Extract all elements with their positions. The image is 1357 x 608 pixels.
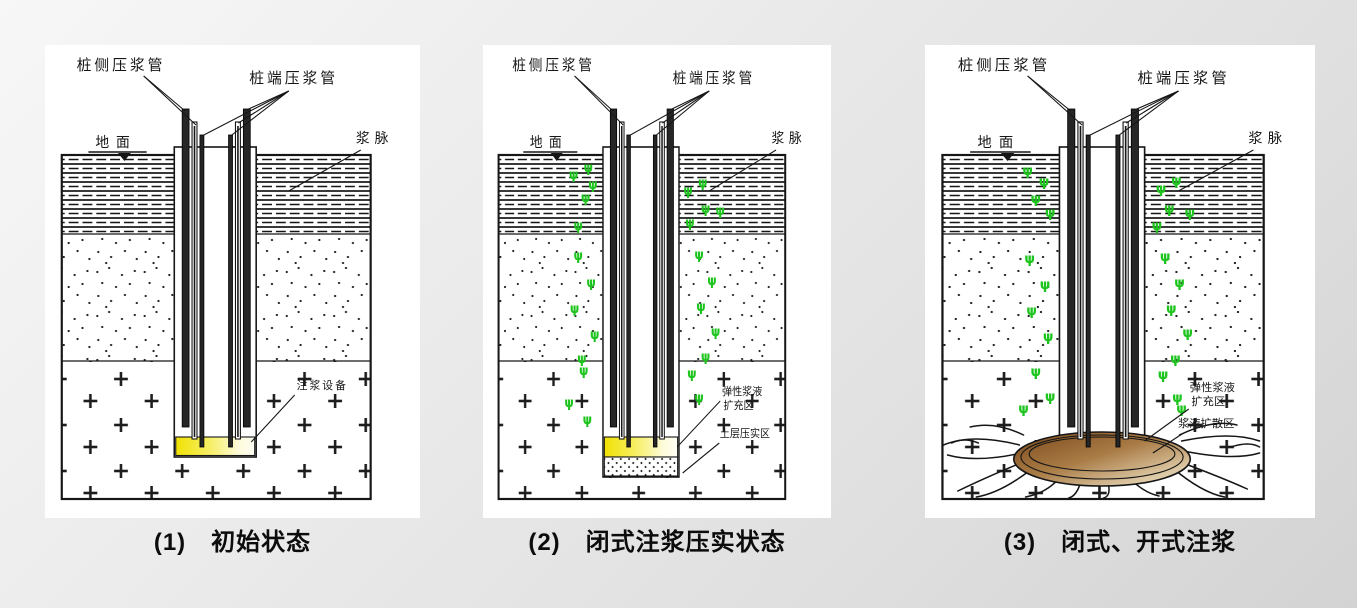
grout-sprout-mark: ψ: [685, 214, 695, 230]
grout-sprout-mark: ψ: [694, 389, 704, 405]
grout-sprout-mark: ψ: [687, 365, 697, 381]
end-pipe-label: 桩端压浆管: [1137, 69, 1229, 87]
grout-sprout-mark: ψ: [1160, 250, 1171, 265]
side-pipe-label: 桩侧压浆管: [958, 56, 1050, 74]
ground-label: 地面: [530, 134, 568, 151]
end-pipe-label: 桩端压浆管: [249, 69, 338, 87]
grout-sprout-mark: ψ: [1152, 219, 1163, 234]
grout-sprout-mark: ψ: [581, 189, 591, 205]
grout-sprout-mark: ψ: [1031, 365, 1042, 380]
grout-sprout-mark: ψ: [1172, 391, 1183, 406]
grout-sprout-mark: ψ: [584, 159, 594, 175]
diffusion-zone-label: 浆液扩散区: [1178, 416, 1234, 430]
stage-compacted: [603, 436, 679, 477]
grout-sprout-mark: ψ: [583, 411, 593, 427]
elastic-zone-label: 扩充区: [723, 399, 754, 413]
grout-pipes: [1067, 108, 1139, 448]
elastic-zone-label: 弹性浆液: [1190, 380, 1235, 394]
grout-sprout-mark: ψ: [683, 182, 693, 198]
grout-sprout-mark: ψ: [698, 174, 708, 190]
grout-sprout-mark: ψ: [1024, 252, 1035, 267]
grout-sprout-mark: ψ: [1158, 368, 1169, 383]
grout-sprout-mark: ψ: [1182, 326, 1193, 341]
grout-sprout-mark: ψ: [1018, 402, 1029, 417]
ground-level-marker: [1000, 153, 1015, 161]
grout-sprout-mark: ψ: [1043, 330, 1054, 345]
grout-vein-label: 浆脉: [771, 130, 806, 147]
caption-compaction-state: (2) 闭式注浆压实状态: [528, 529, 786, 556]
grout-sprout-mark: ψ: [579, 362, 589, 378]
grout-device-zone: [175, 436, 256, 457]
compacted-soil-zone: [603, 456, 679, 477]
grout-sprout-mark: ψ: [1174, 276, 1185, 291]
compacted-zone-label: 土层压实区: [720, 427, 771, 441]
stage-diffused: [942, 422, 1261, 499]
grout-device-label: 注浆设备: [297, 378, 348, 392]
grout-sprout-mark: ψ: [574, 247, 584, 263]
grout-sprout-mark: ψ: [1166, 302, 1177, 317]
ground-level-marker: [550, 153, 563, 161]
grout-sprout-mark: ψ: [1040, 278, 1051, 293]
ground-level-marker: [118, 153, 131, 161]
grout-sprout-mark: ψ: [711, 323, 721, 339]
grout-pipes: [181, 108, 251, 448]
elastic-zone-label: 扩充区: [1191, 394, 1225, 408]
grout-sprout-mark: ψ: [1045, 390, 1056, 405]
grout-sprout-mark: ψ: [1164, 202, 1175, 217]
grout-bulb: [1012, 431, 1192, 487]
grout-sprout-mark: ψ: [1184, 206, 1195, 221]
grout-sprout-mark: ψ: [570, 300, 580, 316]
ground-label: 地面: [95, 135, 136, 151]
caption-closed-open-grouting: (3) 闭式、开式注浆: [1003, 529, 1237, 556]
grout-vein-label: 浆脉: [1248, 130, 1287, 147]
grout-sprout-mark: ψ: [1045, 206, 1056, 221]
grout-sprout-mark: ψ: [694, 246, 704, 262]
grout-sprout-mark: ψ: [586, 274, 596, 290]
grout-sprout-mark: ψ: [701, 200, 711, 216]
grout-sprout-mark: ψ: [1022, 164, 1033, 179]
grout-sprout-mark: ψ: [1171, 174, 1182, 189]
elastic-grout-zone: [603, 436, 679, 458]
grout-sprout-mark: ψ: [569, 166, 579, 182]
stage-initial: [175, 436, 256, 457]
side-pipe-label: 桩侧压浆管: [512, 55, 594, 74]
grout-sprout-mark: ψ: [701, 348, 711, 364]
grout-sprout-mark: ψ: [590, 326, 600, 342]
grout-sprout-mark: ψ: [588, 176, 598, 192]
grout-sprout-mark: ψ: [564, 394, 574, 410]
grout-sprout-mark: ψ: [715, 202, 725, 218]
grout-sprout-mark: ψ: [1176, 402, 1187, 417]
grout-sprout-mark: ψ: [1156, 182, 1167, 197]
side-pipe-label: 桩侧压浆管: [77, 56, 166, 74]
grout-sprout-mark: ψ: [696, 298, 706, 314]
grout-sprout-mark: ψ: [1026, 304, 1037, 319]
ground-label: 地面: [977, 135, 1020, 151]
grout-sprout-mark: ψ: [577, 350, 587, 366]
grout-sprout-mark: ψ: [574, 217, 584, 233]
grout-sprout-mark: ψ: [707, 272, 717, 288]
grout-sprout-mark: ψ: [1031, 192, 1042, 207]
grout-pipes: [609, 108, 674, 448]
caption-initial-state: (1) 初始状态: [153, 529, 312, 556]
grout-sprout-mark: ψ: [1039, 175, 1050, 190]
grout-vein-label: 浆脉: [356, 131, 393, 147]
panel-initial-state: 桩侧压浆管桩端压浆管地面 浆脉注浆设备: [45, 45, 420, 518]
end-pipe-label: 桩端压浆管: [673, 68, 755, 87]
elastic-zone-label: 弹性浆液: [722, 385, 763, 399]
grout-sprout-mark: ψ: [1170, 352, 1181, 367]
